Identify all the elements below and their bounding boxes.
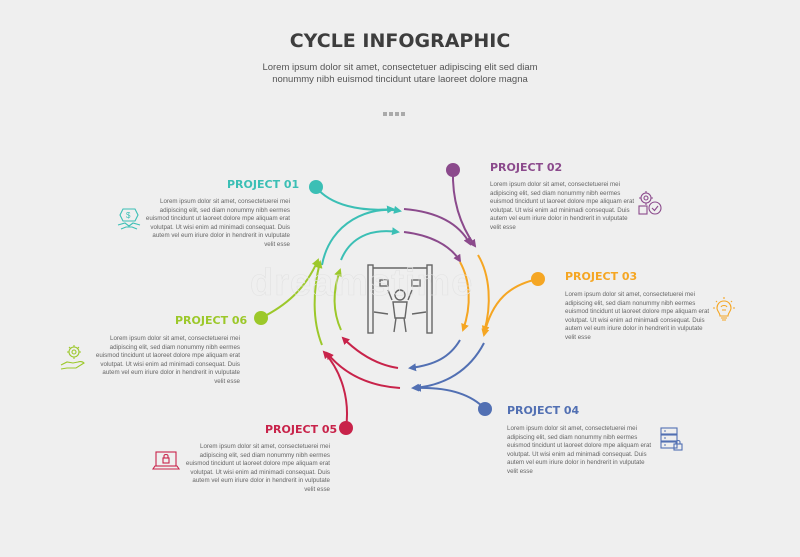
project-01-description: Lorem ipsum dolor sit amet, consectetuer… <box>145 198 290 248</box>
project-01-arrows <box>315 186 402 266</box>
hand-gear-icon <box>58 343 88 373</box>
project-02-node <box>446 163 460 177</box>
page-subtitle: Lorem ipsum dolor sit amet, consectetuer… <box>262 62 538 85</box>
finish-line-winner-icon <box>367 264 433 334</box>
project-05-node <box>339 421 353 435</box>
lightbulb-brain-icon <box>710 296 740 326</box>
divider-dots <box>383 103 423 116</box>
project-02-description: Lorem ipsum dolor sit amet, consectetuer… <box>490 181 635 231</box>
server-lock-icon <box>657 425 687 455</box>
project-01-title: PROJECT 01 <box>227 178 300 191</box>
project-05-arrows <box>322 336 401 429</box>
page-title: CYCLE INFOGRAPHIC <box>289 30 511 52</box>
project-05-description: Lorem ipsum dolor sit amet, consectetuer… <box>185 443 330 493</box>
laptop-lock-icon <box>151 447 181 477</box>
svg-text:$: $ <box>126 211 131 220</box>
project-03-title: PROJECT 03 <box>565 270 638 283</box>
watermark: dreamstime <box>250 262 474 305</box>
project-03-node <box>531 272 545 286</box>
project-04-description: Lorem ipsum dolor sit amet, consectetuer… <box>507 425 652 475</box>
project-06-arrows <box>260 258 342 346</box>
puzzle-gear-icon <box>636 188 666 218</box>
project-06-title: PROJECT 06 <box>175 314 248 327</box>
project-02-arrows <box>403 169 477 263</box>
project-04-node <box>478 402 492 416</box>
project-06-node <box>254 311 268 325</box>
handshake-dollar-icon: $ <box>115 205 145 235</box>
project-04-title: PROJECT 04 <box>507 404 580 417</box>
project-01-node <box>309 180 323 194</box>
project-05-title: PROJECT 05 <box>265 423 338 436</box>
project-03-description: Lorem ipsum dolor sit amet, consectetuer… <box>565 291 710 341</box>
project-02-title: PROJECT 02 <box>490 161 563 174</box>
project-04-arrows <box>408 339 486 410</box>
project-03-arrows <box>459 254 539 337</box>
project-06-description: Lorem ipsum dolor sit amet, consectetuer… <box>95 335 240 385</box>
